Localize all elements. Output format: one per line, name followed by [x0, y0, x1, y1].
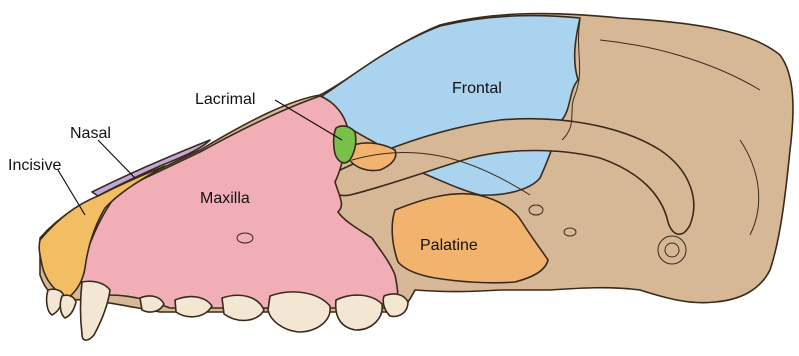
label-lacrimal: Lacrimal	[195, 91, 255, 108]
leader-line-nasal	[98, 140, 135, 178]
label-nasal: Nasal	[70, 125, 111, 142]
label-incisive: Incisive	[8, 157, 61, 174]
carnassial-tooth	[268, 292, 330, 332]
molar-tooth	[383, 294, 408, 316]
molar-tooth	[336, 295, 383, 330]
label-maxilla: Maxilla	[200, 190, 250, 207]
canine-tooth	[81, 281, 111, 340]
incisor-tooth	[60, 295, 76, 318]
label-frontal: Frontal	[452, 80, 502, 97]
label-palatine: Palatine	[420, 237, 478, 254]
leader-line-incisive	[58, 170, 85, 215]
